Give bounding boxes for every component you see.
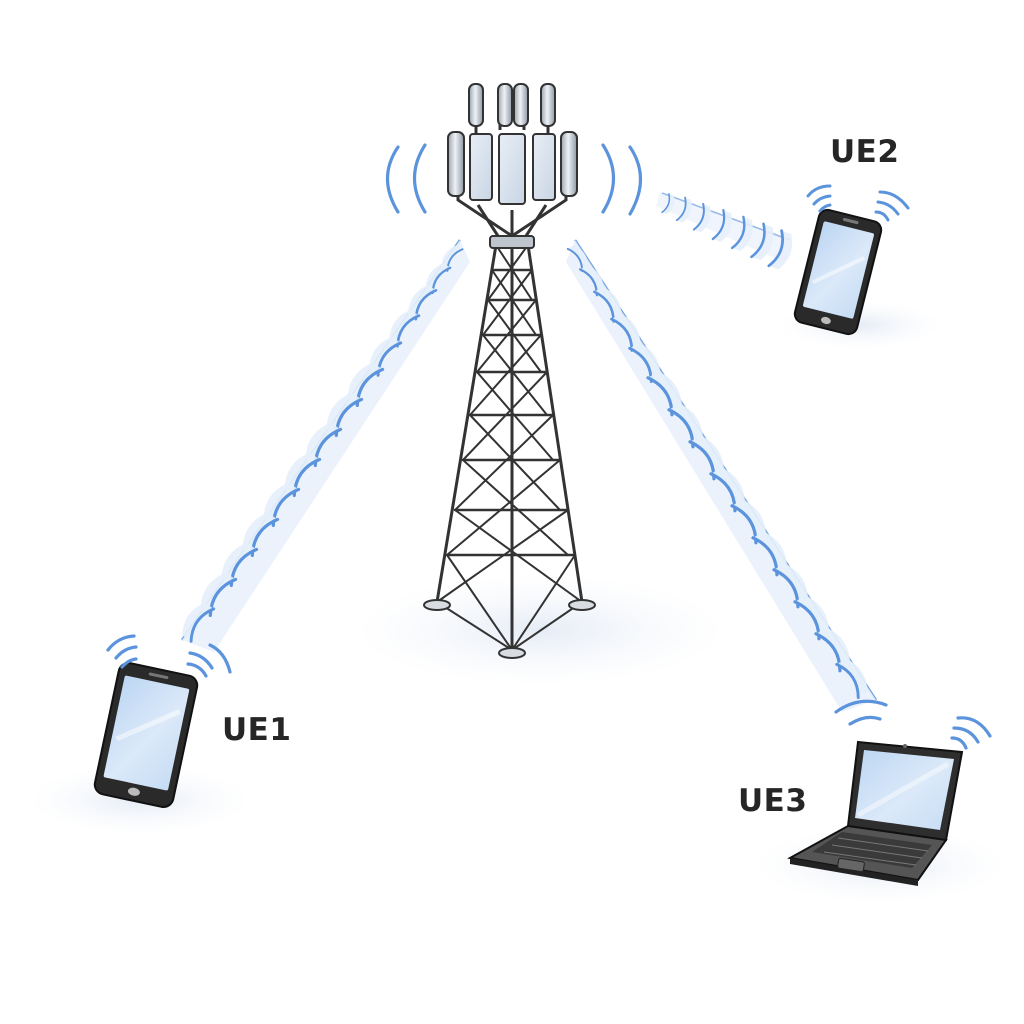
ue3-label: UE3 [738, 783, 808, 819]
ue3-laptop-icon[interactable] [787, 740, 964, 886]
ue1-smartphone-icon[interactable] [93, 661, 199, 809]
ue1-wifi-icon [106, 634, 232, 678]
signal-beam-ue3 [566, 239, 878, 712]
tower-emission-arcs [386, 143, 642, 216]
ue2-label: UE2 [830, 134, 900, 170]
ue2-smartphone-icon[interactable] [793, 208, 883, 336]
ue3-wifi-icon [834, 699, 992, 750]
signal-beam-ue1 [175, 239, 470, 652]
antenna-array [447, 83, 578, 238]
tower-feet [423, 599, 596, 659]
signal-beam-ue2 [656, 192, 799, 273]
cell-tower [435, 243, 584, 652]
tower-collar [489, 235, 535, 249]
ue1-label: UE1 [222, 712, 292, 748]
ue2-wifi-icon [806, 184, 910, 222]
